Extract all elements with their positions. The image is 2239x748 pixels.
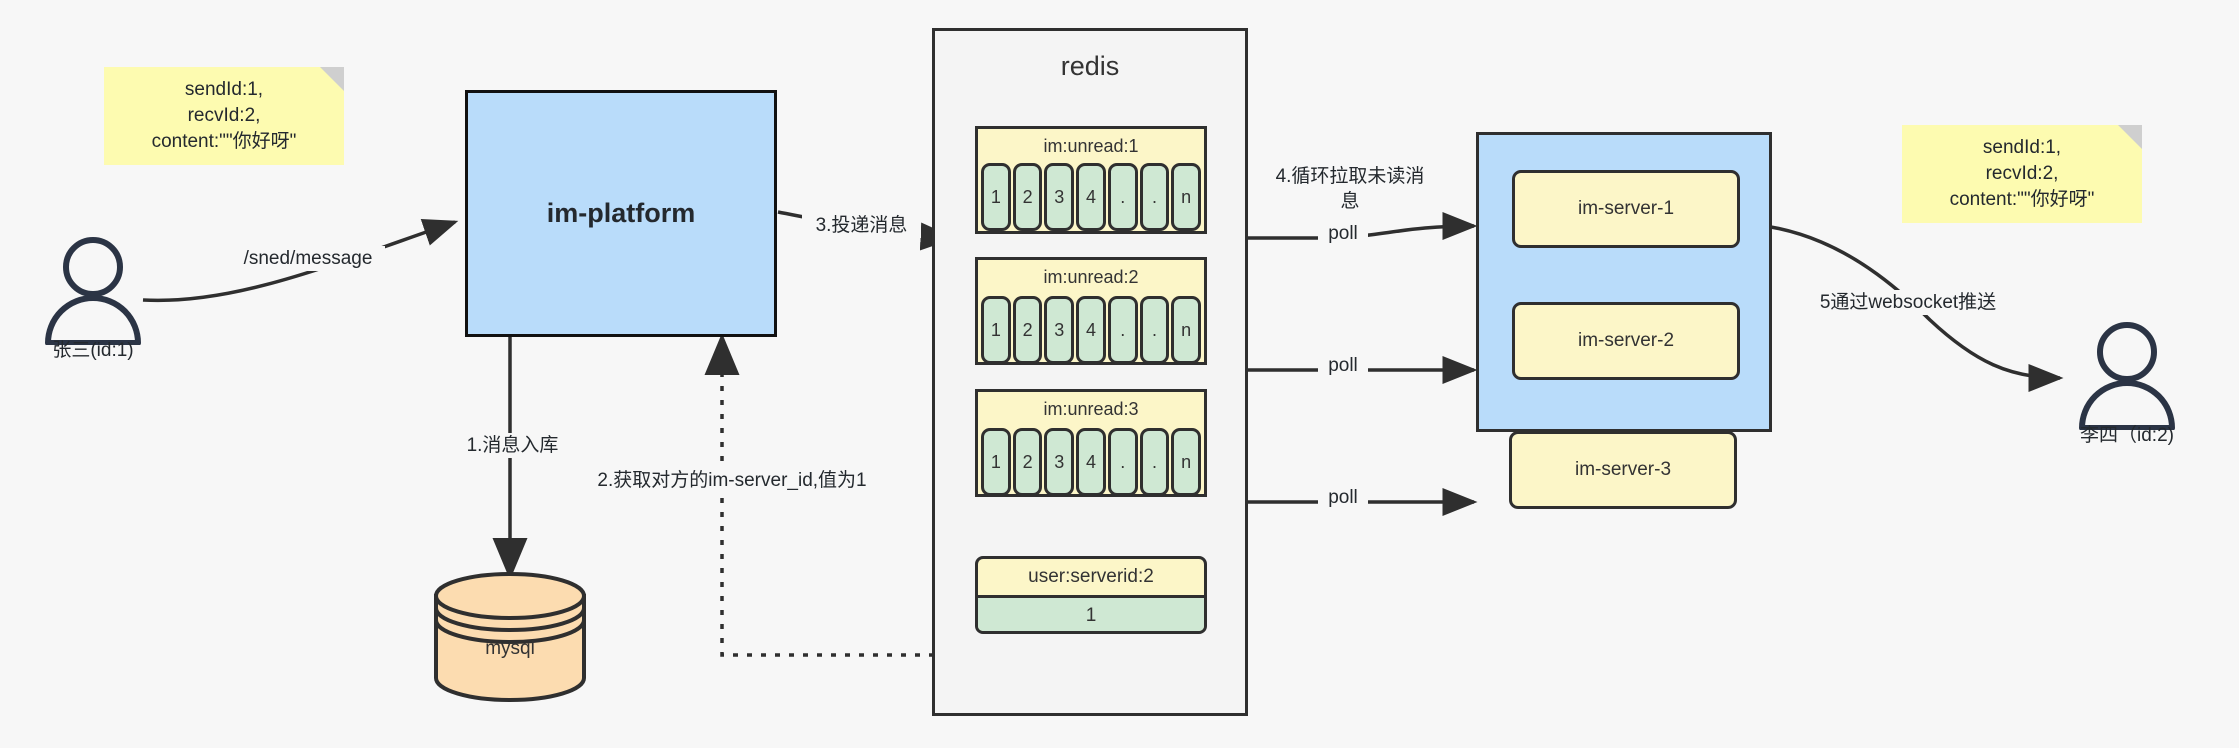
queue-cell: 3 bbox=[1044, 428, 1075, 496]
note-line: content:""你好呀" bbox=[151, 131, 297, 152]
actor-receiver: 李四（id:2) bbox=[2072, 320, 2182, 450]
note-line: sendId:1, bbox=[1982, 137, 2062, 158]
actor-sender-label: 张三(id:1) bbox=[52, 340, 134, 361]
queue-cell: n bbox=[1171, 428, 1202, 496]
queue-cell: 3 bbox=[1044, 163, 1075, 231]
edge-label-step3: 3.投递消息 bbox=[802, 213, 921, 238]
redis-queue-im-unread-2[interactable]: im:unread:2 1 2 3 4 . . n bbox=[975, 257, 1207, 365]
queue-cell: . bbox=[1107, 163, 1138, 231]
redis-kv-key: user:serverid:2 bbox=[1028, 566, 1154, 587]
receiver-message-note: sendId:1, recvId:2, content:""你好呀" bbox=[1902, 125, 2142, 223]
edge-fetch-serverid bbox=[704, 333, 962, 657]
edge-label-step1: 1.消息入库 bbox=[448, 433, 577, 458]
note-line: recvId:2, bbox=[187, 105, 261, 126]
mysql-label: mysql bbox=[485, 638, 535, 659]
im-platform-node[interactable]: im-platform bbox=[465, 90, 777, 337]
redis-queue-cells: 1 2 3 4 . . n bbox=[978, 296, 1204, 364]
redis-queue-cells: 1 2 3 4 . . n bbox=[978, 163, 1204, 231]
queue-cell: n bbox=[1171, 163, 1202, 231]
queue-cell: 1 bbox=[981, 428, 1011, 496]
queue-cell: . bbox=[1107, 428, 1138, 496]
im-server-1-node[interactable]: im-server-1 bbox=[1512, 170, 1740, 248]
queue-cell: 2 bbox=[1012, 428, 1043, 496]
im-server-2-node[interactable]: im-server-2 bbox=[1512, 302, 1740, 380]
queue-cell: 2 bbox=[1012, 163, 1043, 231]
database-cylinder-icon bbox=[434, 572, 586, 702]
redis-container: redis im:unread:1 1 2 3 4 . . n im:unrea… bbox=[932, 28, 1248, 716]
edge-label-send-message: /sned/message bbox=[231, 246, 385, 271]
im-server-label: im-server-2 bbox=[1577, 330, 1675, 351]
actor-receiver-label: 李四（id:2) bbox=[2080, 425, 2174, 446]
redis-queue-cells: 1 2 3 4 . . n bbox=[978, 428, 1204, 496]
queue-cell: . bbox=[1107, 296, 1138, 364]
note-line: recvId:2, bbox=[1985, 163, 2059, 184]
redis-queue-im-unread-1[interactable]: im:unread:1 1 2 3 4 . . n bbox=[975, 126, 1207, 234]
queue-cell: 4 bbox=[1076, 163, 1106, 231]
sender-message-note: sendId:1, recvId:2, content:""你好呀" bbox=[104, 67, 344, 165]
redis-queue-key: im:unread:1 bbox=[1043, 136, 1139, 156]
queue-cell: 1 bbox=[981, 163, 1011, 231]
user-icon bbox=[45, 237, 141, 346]
redis-kv-user-serverid[interactable]: user:serverid:2 1 bbox=[975, 556, 1207, 634]
im-server-3-node[interactable]: im-server-3 bbox=[1509, 431, 1737, 509]
queue-cell: . bbox=[1139, 428, 1170, 496]
edge-label-poll-3: poll bbox=[1318, 485, 1368, 510]
queue-cell: n bbox=[1171, 296, 1202, 364]
note-fold-corner bbox=[320, 67, 344, 91]
note-line: content:""你好呀" bbox=[1949, 189, 2095, 210]
queue-cell: 1 bbox=[981, 296, 1011, 364]
redis-kv-value: 1 bbox=[978, 595, 1204, 631]
edge-label-step2: 2.获取对方的im-server_id,值为1 bbox=[570, 468, 894, 493]
actor-sender: 张三(id:1) bbox=[38, 235, 148, 365]
queue-cell: 4 bbox=[1076, 428, 1106, 496]
redis-queue-im-unread-3[interactable]: im:unread:3 1 2 3 4 . . n bbox=[975, 389, 1207, 497]
queue-cell: . bbox=[1139, 163, 1170, 231]
queue-cell: . bbox=[1139, 296, 1170, 364]
redis-title: redis bbox=[1060, 51, 1120, 81]
im-server-label: im-server-3 bbox=[1574, 459, 1672, 480]
im-platform-label: im-platform bbox=[546, 198, 696, 228]
note-line: sendId:1, bbox=[184, 79, 264, 100]
queue-cell: 4 bbox=[1076, 296, 1106, 364]
edge-label-step5: 5通过websocket推送 bbox=[1790, 290, 2026, 315]
queue-cell: 3 bbox=[1044, 296, 1075, 364]
im-server-cluster: im-server-1 im-server-2 bbox=[1476, 132, 1772, 432]
edge-label-poll-1: poll bbox=[1318, 221, 1368, 246]
note-fold-corner bbox=[2118, 125, 2142, 149]
mysql-database[interactable]: mysql bbox=[430, 570, 590, 705]
user-icon bbox=[2079, 322, 2175, 431]
queue-cell: 2 bbox=[1012, 296, 1043, 364]
edge-label-step4: 4.循环拉取未读消 息 bbox=[1258, 164, 1442, 214]
im-server-label: im-server-1 bbox=[1577, 198, 1675, 219]
edge-label-poll-2: poll bbox=[1318, 353, 1368, 378]
edge-send-message bbox=[142, 219, 459, 303]
redis-queue-key: im:unread:2 bbox=[1043, 267, 1139, 287]
redis-queue-key: im:unread:3 bbox=[1043, 399, 1139, 419]
